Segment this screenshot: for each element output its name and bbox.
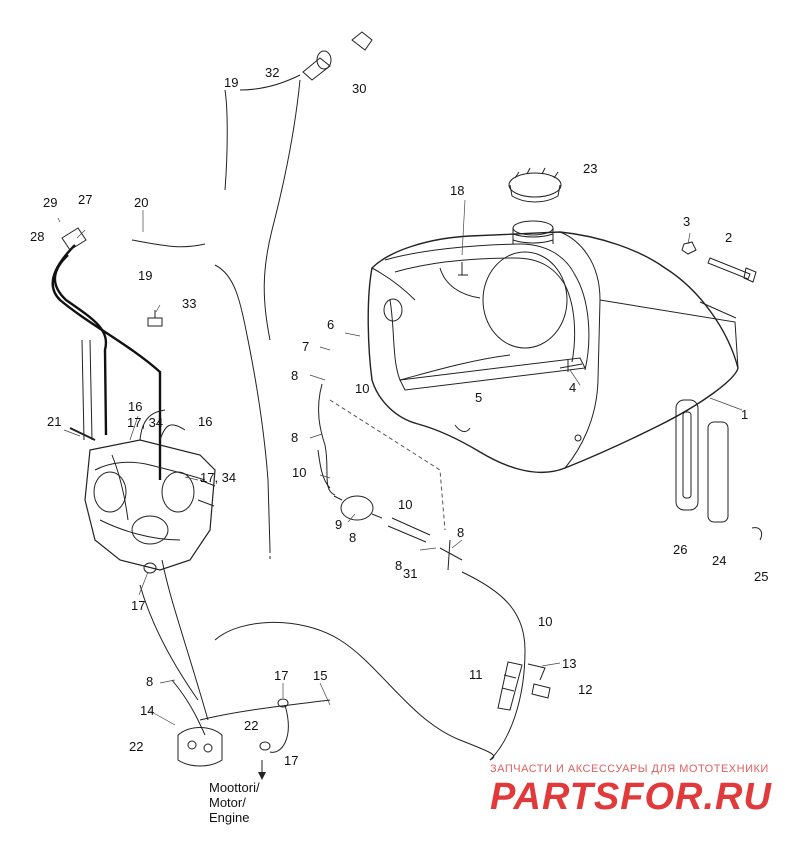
callout-16-b: 16: [198, 414, 213, 429]
callout-11: 11: [469, 667, 483, 682]
watermark-tagline: ЗАПЧАСТИ И АКСЕССУАРЫ ДЛЯ МОТОТЕХНИКИ: [490, 763, 769, 775]
engine-label-line-2: Motor/: [209, 795, 246, 810]
fuel-cap: [509, 168, 561, 202]
callout-1: 1: [741, 407, 749, 422]
callout-17-34-a: 17, 34: [127, 415, 164, 430]
callout-19-top: 19: [224, 75, 239, 90]
callout-25: 25: [754, 569, 769, 584]
callout-15: 15: [313, 668, 328, 683]
callout-8-e: 8: [395, 558, 403, 573]
engine-label-line-3: Engine: [209, 810, 250, 825]
callout-18: 18: [450, 183, 465, 198]
callout-8-a: 8: [291, 368, 299, 383]
callout-8-c: 8: [457, 525, 465, 540]
callout-13: 13: [562, 656, 577, 671]
callout-10-c: 10: [398, 497, 413, 512]
callout-22-b: 22: [129, 739, 144, 754]
callout-29: 29: [43, 195, 58, 210]
callout-8-f: 8: [146, 674, 154, 689]
callout-8-d: 8: [349, 530, 357, 545]
callout-17-34-b: 17, 34: [200, 470, 237, 485]
fuel-tank: [368, 221, 738, 472]
callout-24: 24: [712, 553, 727, 568]
callout-4: 4: [569, 380, 577, 395]
callout-17-c: 17: [284, 753, 299, 768]
callout-23: 23: [583, 161, 598, 176]
callout-17-b: 17: [274, 668, 289, 683]
callout-2: 2: [725, 230, 733, 245]
engine-label: Moottori/ Motor/ Engine: [209, 780, 260, 825]
callout-12: 12: [578, 682, 593, 697]
fuel-lines: [53, 32, 550, 780]
callout-8-b: 8: [291, 430, 299, 445]
carburetor-assembly: [70, 410, 215, 570]
callout-33: 33: [182, 296, 197, 311]
callout-26: 26: [673, 542, 688, 557]
callout-20: 20: [134, 195, 149, 210]
callout-16-a: 16: [128, 399, 143, 414]
callout-17-a: 17: [131, 598, 146, 613]
mounting-straps: [676, 400, 762, 540]
leader-lines: [58, 200, 742, 725]
callout-10-d: 10: [538, 614, 553, 629]
bolt-and-nut: [682, 242, 756, 282]
callout-31: 31: [403, 566, 418, 581]
engine-label-line-1: Moottori/: [209, 780, 260, 795]
callout-10-b: 10: [292, 465, 307, 480]
callout-6: 6: [327, 317, 335, 332]
callout-30: 30: [352, 81, 367, 96]
callout-5: 5: [475, 390, 483, 405]
callout-22-a: 22: [244, 718, 259, 733]
callout-27: 27: [78, 192, 93, 207]
callout-10-a: 10: [355, 381, 370, 396]
callout-3: 3: [683, 214, 691, 229]
callout-9: 9: [335, 517, 343, 532]
callout-7: 7: [302, 339, 310, 354]
callout-14: 14: [140, 703, 155, 718]
callout-32: 32: [265, 65, 280, 80]
callout-28: 28: [30, 229, 45, 244]
callout-19-mid: 19: [138, 268, 153, 283]
watermark-logo: PARTSFOR.RU: [490, 776, 772, 818]
callout-21: 21: [47, 414, 62, 429]
